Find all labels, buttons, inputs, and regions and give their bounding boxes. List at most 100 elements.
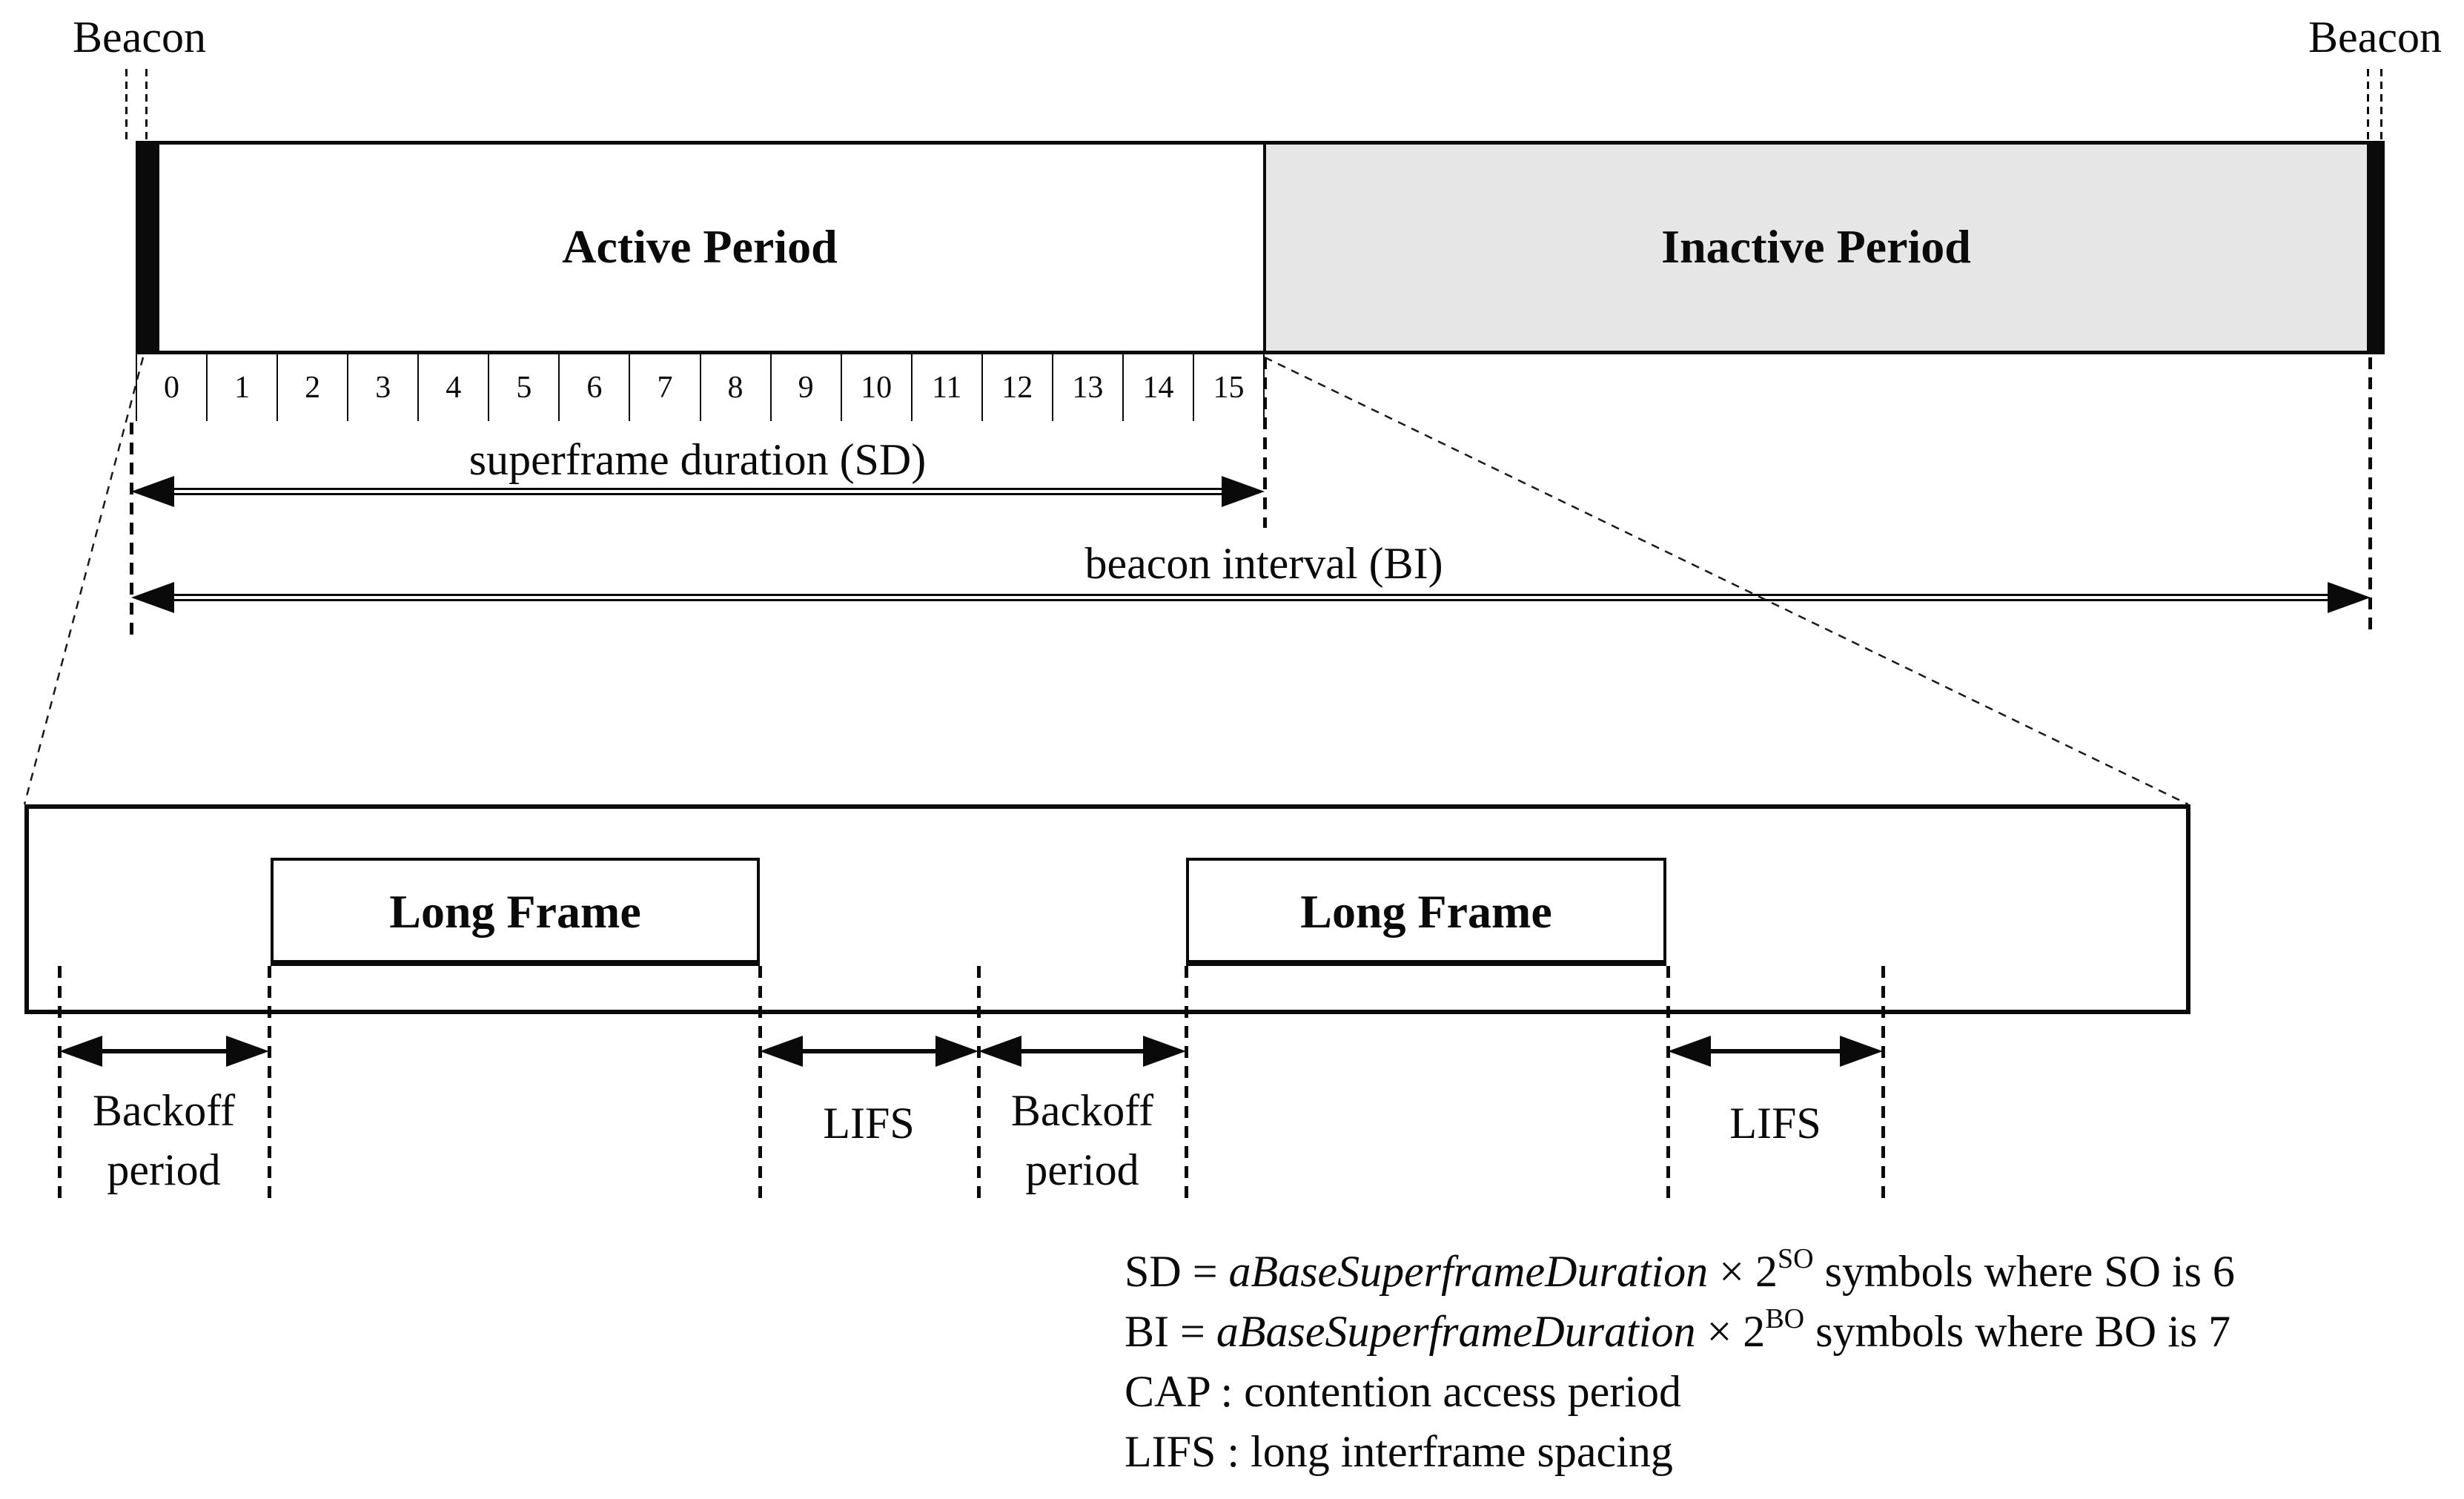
long-frame-2-box bbox=[1186, 858, 1666, 966]
beacon-guide-left-1 bbox=[125, 69, 127, 139]
backoff-2-label-line1: Backoff bbox=[1010, 1086, 1154, 1135]
left-arrowhead-icon bbox=[131, 582, 174, 613]
slot-number: 5 bbox=[516, 371, 532, 405]
left-arrowhead-icon bbox=[59, 1036, 102, 1067]
long-frame-1-box bbox=[271, 858, 760, 966]
right-arrowhead-icon bbox=[1840, 1036, 1883, 1067]
slot-cell: 4 bbox=[419, 354, 490, 421]
slot-number: 9 bbox=[798, 371, 814, 405]
slot-number: 10 bbox=[861, 371, 892, 405]
cap-detail-box bbox=[24, 804, 2190, 1014]
active-inactive-divider bbox=[1263, 141, 1266, 354]
lifs-2-label: LIFS bbox=[1729, 1099, 1821, 1148]
backoff-1-arrow-shaft bbox=[102, 1049, 226, 1053]
backoff-2-arrow-shaft bbox=[1021, 1049, 1143, 1053]
lifs-1-guide-right bbox=[977, 966, 981, 1199]
slot-number: 15 bbox=[1213, 371, 1245, 405]
slot-number: 3 bbox=[375, 371, 391, 405]
lifs-2-guide-right bbox=[1881, 966, 1885, 1199]
sd-label: superframe duration (SD) bbox=[468, 435, 927, 484]
backoff-2-arrow bbox=[978, 1036, 1186, 1067]
slot-cell: 0 bbox=[137, 354, 208, 421]
beacon-label-left: Beacon bbox=[73, 13, 206, 62]
lifs-1-arrow bbox=[760, 1036, 978, 1067]
inactive-period-label: Inactive Period bbox=[1661, 220, 1971, 273]
beacon-marker-right bbox=[2367, 141, 2385, 354]
active-period-label: Active Period bbox=[562, 220, 838, 273]
legend-line-bi: BI = aBaseSuperframeDuration × 2BO symbo… bbox=[1125, 1303, 2231, 1356]
beacon-guide-left-2 bbox=[145, 69, 148, 139]
bi-variable: aBaseSuperframeDuration bbox=[1216, 1307, 1696, 1356]
beacon-guide-right-1 bbox=[2367, 69, 2369, 139]
left-arrowhead-icon bbox=[978, 1036, 1021, 1067]
slot-cell: 8 bbox=[701, 354, 772, 421]
backoff-1-guide-left bbox=[58, 966, 62, 1199]
bi-label: beacon interval (BI) bbox=[1084, 539, 1443, 588]
slot-cell: 12 bbox=[983, 354, 1053, 421]
backoff-2-guide-right bbox=[1185, 966, 1188, 1199]
slot-number: 7 bbox=[657, 371, 673, 405]
slot-cell: 2 bbox=[278, 354, 349, 421]
beacon-label-right: Beacon bbox=[2308, 13, 2442, 62]
bi-arrow-shaft bbox=[174, 594, 2328, 601]
lifs-1-label: LIFS bbox=[823, 1099, 915, 1148]
slot-cell: 6 bbox=[560, 354, 631, 421]
measure-guide-mid bbox=[1263, 357, 1267, 528]
slot-cell: 7 bbox=[630, 354, 701, 421]
right-arrowhead-icon bbox=[2328, 582, 2371, 613]
sd-superscript: SO bbox=[1778, 1243, 1814, 1274]
slot-number: 13 bbox=[1072, 371, 1104, 405]
left-arrowhead-icon bbox=[1668, 1036, 1711, 1067]
slot-number: 11 bbox=[931, 371, 962, 405]
backoff-1-label-line2: period bbox=[107, 1145, 221, 1194]
slot-cell: 9 bbox=[772, 354, 842, 421]
left-arrowhead-icon bbox=[131, 476, 174, 507]
slot-cell: 13 bbox=[1053, 354, 1124, 421]
right-arrowhead-icon bbox=[1143, 1036, 1186, 1067]
slot-cell: 3 bbox=[348, 354, 420, 421]
left-arrowhead-icon bbox=[760, 1036, 803, 1067]
slot-number: 0 bbox=[164, 371, 180, 405]
slot-cell: 10 bbox=[842, 354, 913, 421]
backoff-1-label-line1: Backoff bbox=[92, 1086, 236, 1135]
sd-arrow-shaft bbox=[174, 488, 1222, 495]
legend-block: SD = aBaseSuperframeDuration × 2SO symbo… bbox=[1125, 1242, 2235, 1482]
slot-number: 2 bbox=[305, 371, 321, 405]
backoff-1-arrow bbox=[59, 1036, 269, 1067]
backoff-1-guide-right bbox=[268, 966, 271, 1199]
legend-line-sd: SD = aBaseSuperframeDuration × 2SO symbo… bbox=[1125, 1243, 2235, 1296]
slot-cell: 14 bbox=[1124, 354, 1194, 421]
long-frame-2-label: Long Frame bbox=[1300, 885, 1552, 938]
right-arrowhead-icon bbox=[226, 1036, 269, 1067]
slot-cell: 11 bbox=[913, 354, 983, 421]
lifs-2-guide-left bbox=[1666, 966, 1670, 1199]
legend-line-lifs: LIFS : long interframe spacing bbox=[1125, 1427, 1673, 1476]
lifs-2-arrow-shaft bbox=[1711, 1049, 1840, 1053]
backoff-2-label: Backoff period bbox=[1011, 1081, 1153, 1199]
slot-number: 12 bbox=[1001, 371, 1033, 405]
backoff-1-label: Backoff period bbox=[93, 1081, 235, 1199]
sd-arrow bbox=[131, 476, 1265, 507]
slot-number: 6 bbox=[586, 371, 603, 405]
lifs-1-guide-left bbox=[758, 966, 762, 1199]
bi-superscript: BO bbox=[1765, 1303, 1805, 1334]
backoff-2-label-line2: period bbox=[1025, 1145, 1139, 1194]
lifs-1-arrow-shaft bbox=[803, 1049, 935, 1053]
beacon-marker-left bbox=[136, 141, 159, 354]
measure-guide-left bbox=[130, 423, 133, 635]
right-arrowhead-icon bbox=[1222, 476, 1265, 507]
slot-cell: 15 bbox=[1194, 354, 1265, 421]
measure-guide-right bbox=[2368, 357, 2372, 635]
superframe-box bbox=[136, 141, 2385, 354]
slot-cell: 1 bbox=[208, 354, 279, 421]
inactive-period-region bbox=[1265, 142, 2367, 353]
lifs-2-arrow bbox=[1668, 1036, 1883, 1067]
slot-number: 4 bbox=[446, 371, 462, 405]
beacon-guide-right-2 bbox=[2380, 69, 2382, 139]
long-frame-1-label: Long Frame bbox=[389, 885, 641, 938]
slot-number: 14 bbox=[1142, 371, 1174, 405]
slot-number: 8 bbox=[727, 371, 743, 405]
slot-number: 1 bbox=[234, 371, 251, 405]
